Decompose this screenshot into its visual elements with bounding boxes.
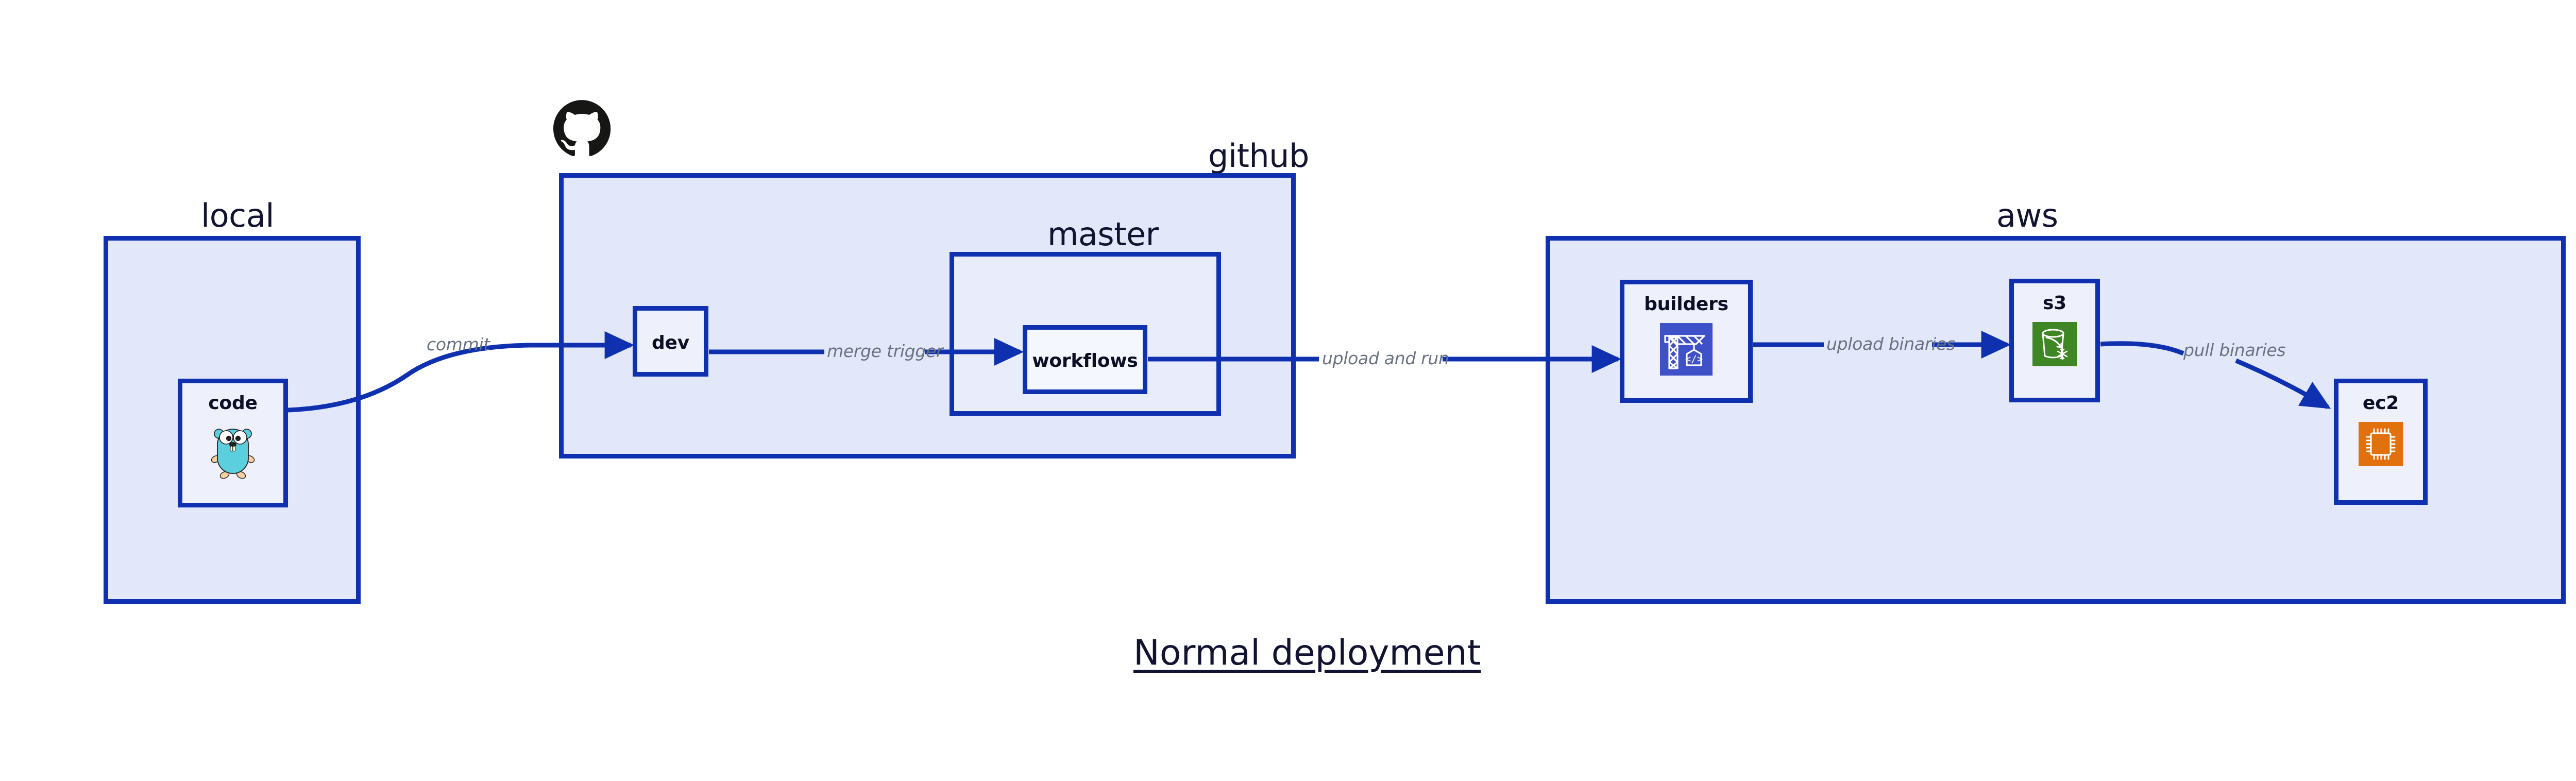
group-label-aws: aws <box>1996 197 2058 234</box>
node-workflows[interactable]: workflows <box>1023 325 1147 394</box>
edge-label-upload-and-run: upload and run <box>1322 348 1449 368</box>
node-dev[interactable]: dev <box>633 306 708 377</box>
node-s3[interactable]: s3 <box>2009 279 2100 402</box>
edge-label-commit: commit <box>427 334 490 354</box>
node-label-code: code <box>208 393 258 414</box>
aws-bucket-icon <box>2032 322 2077 369</box>
svg-text:</>: </> <box>1685 353 1703 365</box>
node-label-builders: builders <box>1644 294 1728 315</box>
group-label-github: github <box>1208 137 1309 175</box>
group-label-local: local <box>201 197 274 234</box>
node-label-dev: dev <box>651 332 690 353</box>
node-label-s3: s3 <box>2042 293 2067 314</box>
node-label-ec2: ec2 <box>2362 393 2399 414</box>
node-label-workflows: workflows <box>1032 350 1138 371</box>
go-gopher-icon <box>209 422 257 481</box>
node-ec2[interactable]: ec2 <box>2334 379 2428 505</box>
edge-label-pull-binaries: pull binaries <box>2183 340 2286 360</box>
diagram-title: Normal deployment <box>1133 633 1481 673</box>
node-builders[interactable]: builders < <box>1620 280 1753 403</box>
github-logo-icon <box>553 99 611 160</box>
edge-label-merge-trigger: merge trigger <box>827 341 943 361</box>
group-label-master: master <box>1047 215 1159 253</box>
aws-chip-icon <box>2359 422 2403 469</box>
node-code[interactable]: code <box>178 379 288 507</box>
aws-crane-icon: </> <box>1660 323 1713 378</box>
edge-label-upload-binaries: upload binaries <box>1826 334 1955 354</box>
